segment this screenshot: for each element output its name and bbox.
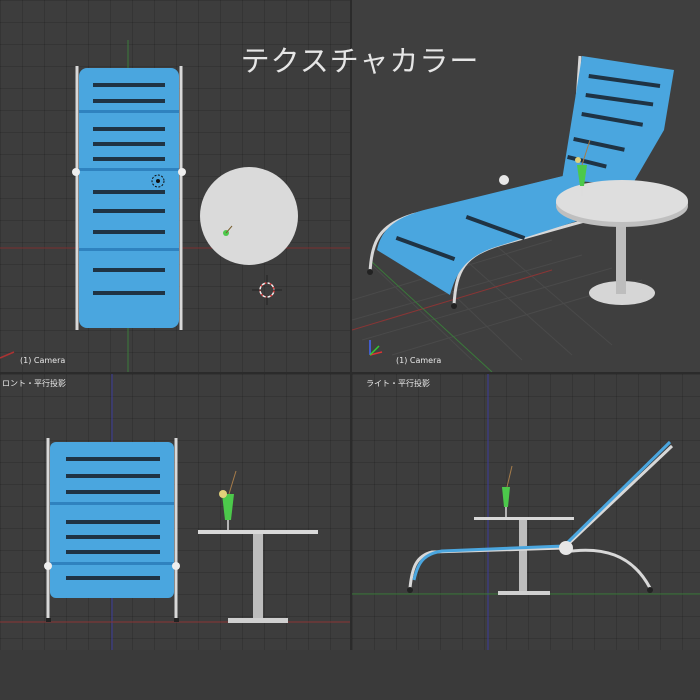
viewport-bottom-left[interactable]: ロント・平行投影 [0, 374, 350, 650]
viewport-top-right[interactable]: (1) Camera [352, 0, 700, 372]
chair-cushion-profile [412, 440, 672, 581]
viewport-label: ライト・平行投影 [366, 379, 430, 388]
hinge [559, 541, 573, 555]
table-base [228, 618, 288, 623]
viewport-top-left[interactable]: (1) Camera [0, 0, 350, 372]
scene-top-view [0, 40, 350, 372]
viewport-splitter-horizontal[interactable] [0, 372, 700, 374]
table-base [498, 591, 550, 595]
backrest-slats [567, 73, 661, 169]
hinge-left [72, 168, 80, 176]
3d-cursor-icon [252, 275, 282, 305]
cushion-slats [93, 83, 165, 295]
drink-glass [502, 465, 513, 517]
scene-perspective [352, 55, 688, 372]
scene-front-view [0, 374, 350, 650]
hinge [499, 175, 509, 185]
light-icon [151, 174, 165, 188]
chair-cushion [79, 68, 179, 328]
chair-frame [408, 444, 674, 589]
drink-glass [219, 470, 237, 530]
viewport-label: (1) Camera [396, 356, 442, 365]
table-top [474, 517, 574, 520]
viewport-label: ロント・平行投影 [2, 379, 66, 388]
viewport-label: (1) Camera [20, 356, 66, 365]
viewport-bottom-right[interactable]: ライト・平行投影 [352, 374, 700, 650]
viewport-splitter-vertical[interactable] [350, 0, 352, 650]
table-leg [616, 214, 626, 294]
table-top [200, 167, 298, 265]
scene-right-view [352, 374, 700, 650]
axis-gizmo-icon [0, 351, 15, 359]
table-leg [519, 520, 527, 592]
table-leg [253, 534, 263, 620]
table-top [198, 530, 318, 534]
drink-glass [575, 139, 591, 196]
seat-slats [395, 215, 526, 261]
bottom-strip [0, 650, 700, 700]
hinge-right [178, 168, 186, 176]
axis-gizmo-icon [369, 340, 383, 356]
cushion-slats [66, 457, 160, 580]
